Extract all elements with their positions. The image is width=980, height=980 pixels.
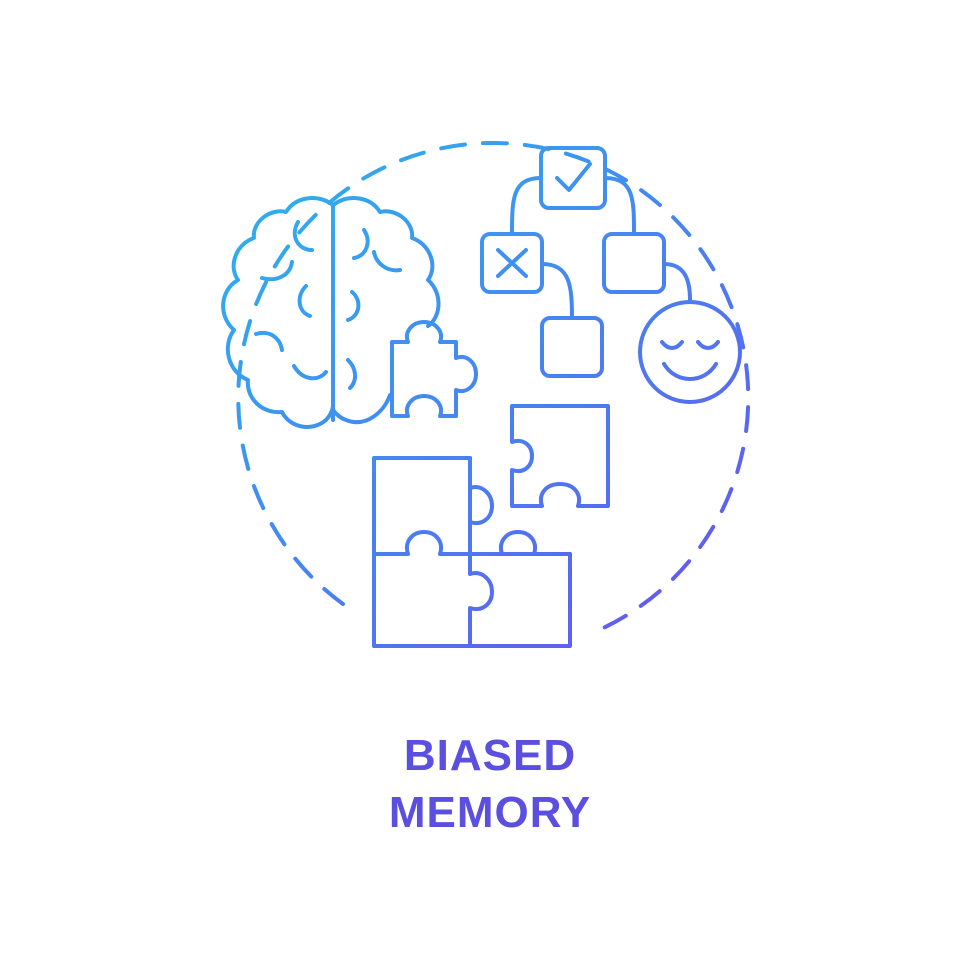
outcome-box-lower <box>540 316 604 378</box>
title-line-2: MEMORY <box>388 788 592 837</box>
dashed-circle-frame <box>236 141 751 632</box>
title-line-1: BIASED <box>403 731 577 780</box>
loose-puzzle-piece-icon <box>510 404 610 508</box>
cross-icon <box>496 248 528 278</box>
decision-tree-icon <box>480 146 692 378</box>
outcome-box-right <box>602 232 666 294</box>
smiley-face-icon <box>638 300 742 404</box>
checkmark-icon <box>555 162 592 192</box>
brain-icon <box>221 196 441 429</box>
puzzle-piece-icon <box>390 320 478 418</box>
puzzle-grid-icon <box>372 456 572 648</box>
